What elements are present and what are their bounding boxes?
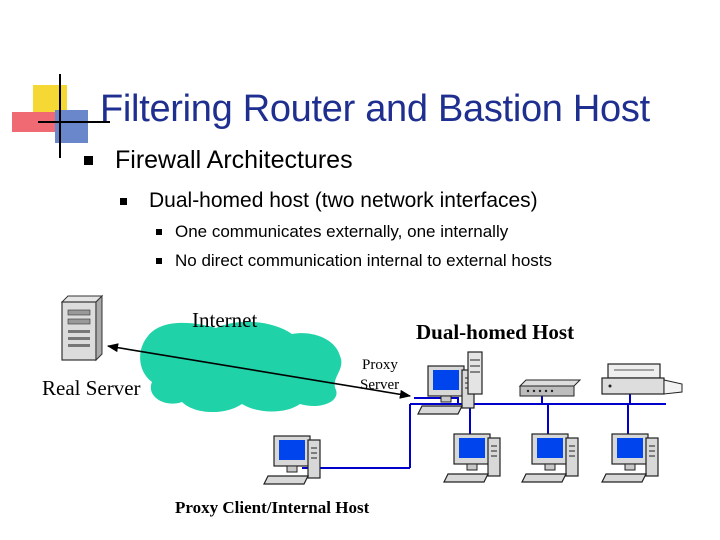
internet-label: Internet <box>192 308 258 332</box>
slide-title: Filtering Router and Bastion Host <box>100 88 650 130</box>
bullet-text: Firewall Architectures <box>115 146 353 174</box>
connection-arrow <box>106 343 412 399</box>
square-bullet-icon <box>120 197 127 205</box>
square-bullet-icon <box>156 229 162 235</box>
proxy-label: Proxy <box>362 357 398 373</box>
internet-cloud-icon <box>140 321 342 413</box>
real-server-icon <box>60 294 104 362</box>
square-bullet-icon <box>156 258 162 264</box>
bullet-level-3: No direct communication internal to exte… <box>156 251 552 271</box>
bullet-text: One communicates externally, one interna… <box>175 222 509 241</box>
dual-homed-host-label: Dual-homed Host <box>416 320 575 344</box>
hub-icon <box>518 379 582 397</box>
bullet-text: No direct communication internal to exte… <box>175 251 553 270</box>
proxy-client-icon <box>263 435 321 485</box>
bullet-level-2: Dual-homed host (two network interfaces) <box>120 189 538 213</box>
printer-icon <box>601 363 683 395</box>
real-server-label: Real Server <box>42 376 141 400</box>
workstation-icon <box>443 433 501 483</box>
bullet-level-1: Firewall Architectures <box>84 146 353 175</box>
workstation-icon <box>521 433 579 483</box>
proxy-client-label: Proxy Client/Internal Host <box>175 498 370 517</box>
bullet-text: Dual-homed host (two network interfaces) <box>149 189 538 212</box>
server-label: Server <box>360 377 400 393</box>
bullet-level-3: One communicates externally, one interna… <box>156 222 508 242</box>
slide-logo-icon <box>12 74 110 158</box>
square-bullet-icon <box>84 156 93 165</box>
proxy-server-icon <box>417 351 483 415</box>
bullet-list: Firewall Architectures Dual-homed host (… <box>84 146 552 271</box>
workstation-icon <box>601 433 659 483</box>
